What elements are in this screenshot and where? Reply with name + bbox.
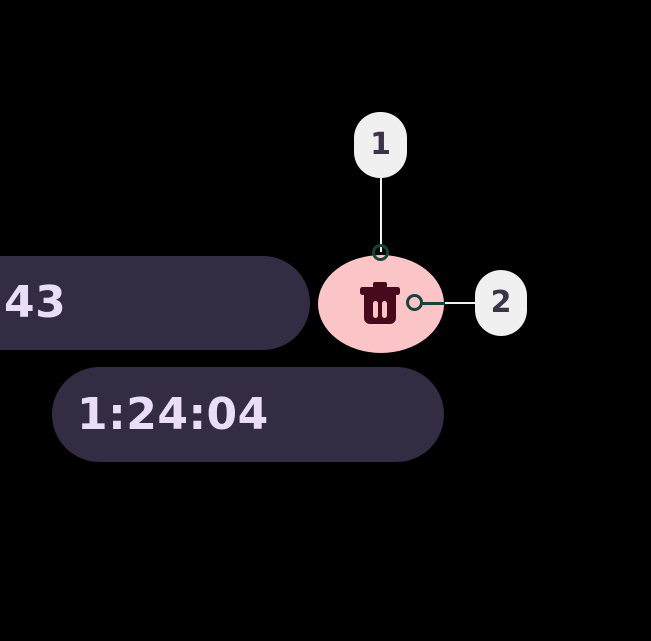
duration-chip-partial-label: 43 bbox=[4, 277, 67, 328]
trash-icon bbox=[360, 282, 400, 324]
duration-chip-elapsed-label: 1:24:04 bbox=[77, 388, 269, 440]
connector-line-step-2 bbox=[421, 302, 483, 304]
connector-line-step-2-overlap bbox=[421, 302, 445, 305]
delete-blob-right-anchor[interactable] bbox=[406, 294, 423, 311]
step-badge-1[interactable]: 1 bbox=[354, 112, 407, 178]
delete-blob-top-anchor[interactable] bbox=[372, 244, 389, 261]
connector-line-step-1 bbox=[380, 168, 382, 252]
step-badge-2-label: 2 bbox=[490, 285, 512, 320]
step-badge-2[interactable]: 2 bbox=[475, 270, 527, 336]
duration-chip-partial[interactable]: 43 bbox=[0, 256, 310, 350]
duration-chip-elapsed[interactable]: 1:24:04 bbox=[52, 367, 444, 462]
step-badge-1-label: 1 bbox=[370, 127, 391, 162]
